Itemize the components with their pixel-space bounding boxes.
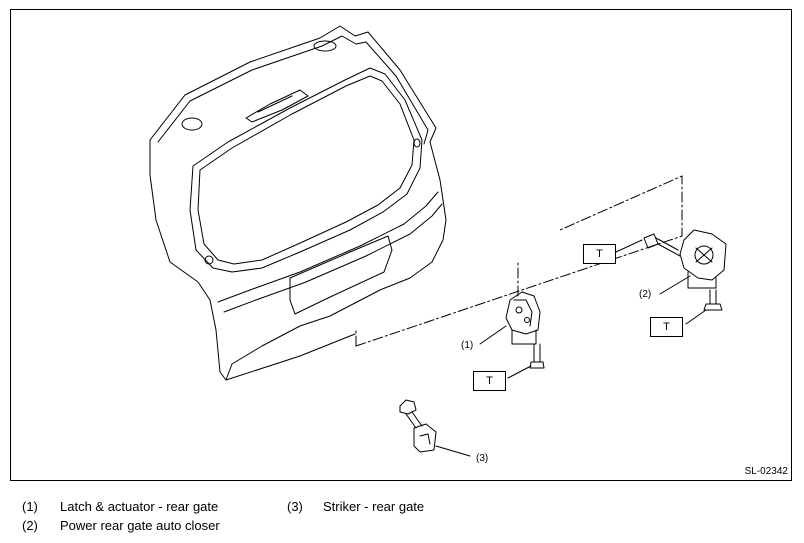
- figure-id: SL-02342: [744, 466, 788, 477]
- legend-number: (3): [287, 499, 303, 514]
- callout-3: (3): [476, 453, 489, 464]
- striker-part: [399, 399, 471, 457]
- torque-box: T: [583, 244, 616, 264]
- torque-box: T: [473, 371, 506, 391]
- legend-text: Power rear gate auto closer: [60, 518, 220, 533]
- callout-2: (2): [639, 289, 652, 300]
- alignment-lines: [355, 175, 683, 347]
- callout-1: (1): [461, 340, 474, 351]
- legend-text: Striker - rear gate: [323, 499, 425, 514]
- legend-number: (1): [22, 499, 38, 514]
- torque-box: T: [650, 317, 683, 337]
- legend-number: (2): [22, 518, 38, 533]
- latch-actuator-part: [479, 291, 545, 379]
- rear-gate-panel: [149, 25, 447, 381]
- rear-gate-diagram: [149, 25, 727, 457]
- diagram-frame: [10, 9, 792, 481]
- auto-closer-part: [615, 229, 727, 325]
- legend-text: Latch & actuator - rear gate: [60, 499, 219, 514]
